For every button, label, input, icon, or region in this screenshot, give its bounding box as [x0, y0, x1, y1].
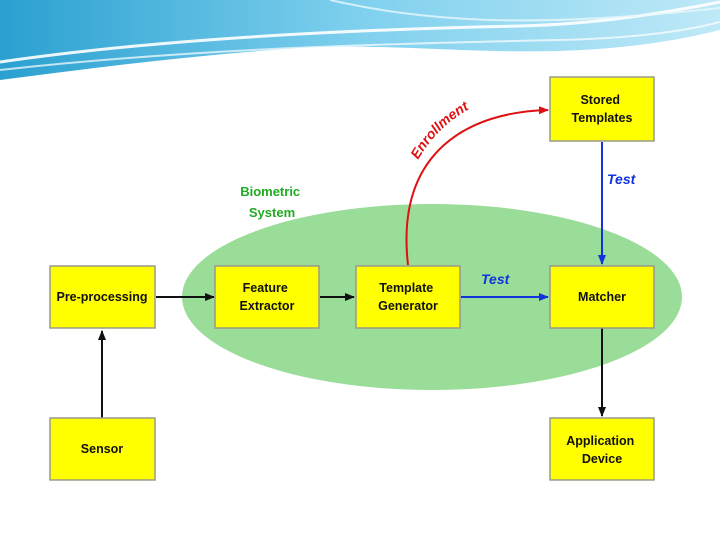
svg-text:Stored Templates: Stored Templates — [572, 93, 633, 125]
template-generator-box: Template Generator — [355, 265, 461, 329]
feature-extractor-box: Feature Extractor — [214, 265, 320, 329]
test-vertical-label: Test — [607, 171, 637, 187]
feature-extractor-line-1: Feature — [243, 281, 288, 295]
application-device-box: Application Device — [549, 417, 655, 481]
application-device-line-2: Device — [582, 452, 622, 466]
preprocessing-label: Pre-processing — [56, 290, 147, 304]
sensor-label: Sensor — [81, 442, 124, 456]
system-label-line-2: System — [249, 205, 295, 220]
biometric-system-label: Biometric System — [240, 184, 304, 220]
svg-text:Template Generator: Template Generator — [378, 281, 438, 313]
matcher-box: Matcher — [549, 265, 655, 329]
svg-text:Application Device: Application Device — [566, 434, 638, 466]
application-device-line-1: Application — [566, 434, 634, 448]
enrollment-label: Enrollment — [407, 97, 472, 161]
svg-text:Feature Extractor: Feature Extractor — [240, 281, 295, 313]
matcher-label: Matcher — [578, 290, 626, 304]
feature-extractor-line-2: Extractor — [240, 299, 295, 313]
template-generator-line-2: Generator — [378, 299, 438, 313]
test-horizontal-label: Test — [481, 271, 511, 287]
stored-templates-box: Stored Templates — [549, 76, 655, 142]
svg-text:Sensor: Sensor — [81, 442, 124, 456]
svg-text:Pre-processing: Pre-processing — [56, 290, 147, 304]
stored-templates-line-1: Stored — [580, 93, 620, 107]
stored-templates-line-2: Templates — [572, 111, 633, 125]
sensor-box: Sensor — [49, 417, 156, 481]
template-generator-line-1: Template — [379, 281, 433, 295]
system-label-line-1: Biometric — [240, 184, 300, 199]
slide-header-decoration — [0, 0, 720, 80]
svg-text:Matcher: Matcher — [578, 290, 626, 304]
enrollment-arrow — [405, 106, 549, 266]
preprocessing-box: Pre-processing — [49, 265, 156, 329]
